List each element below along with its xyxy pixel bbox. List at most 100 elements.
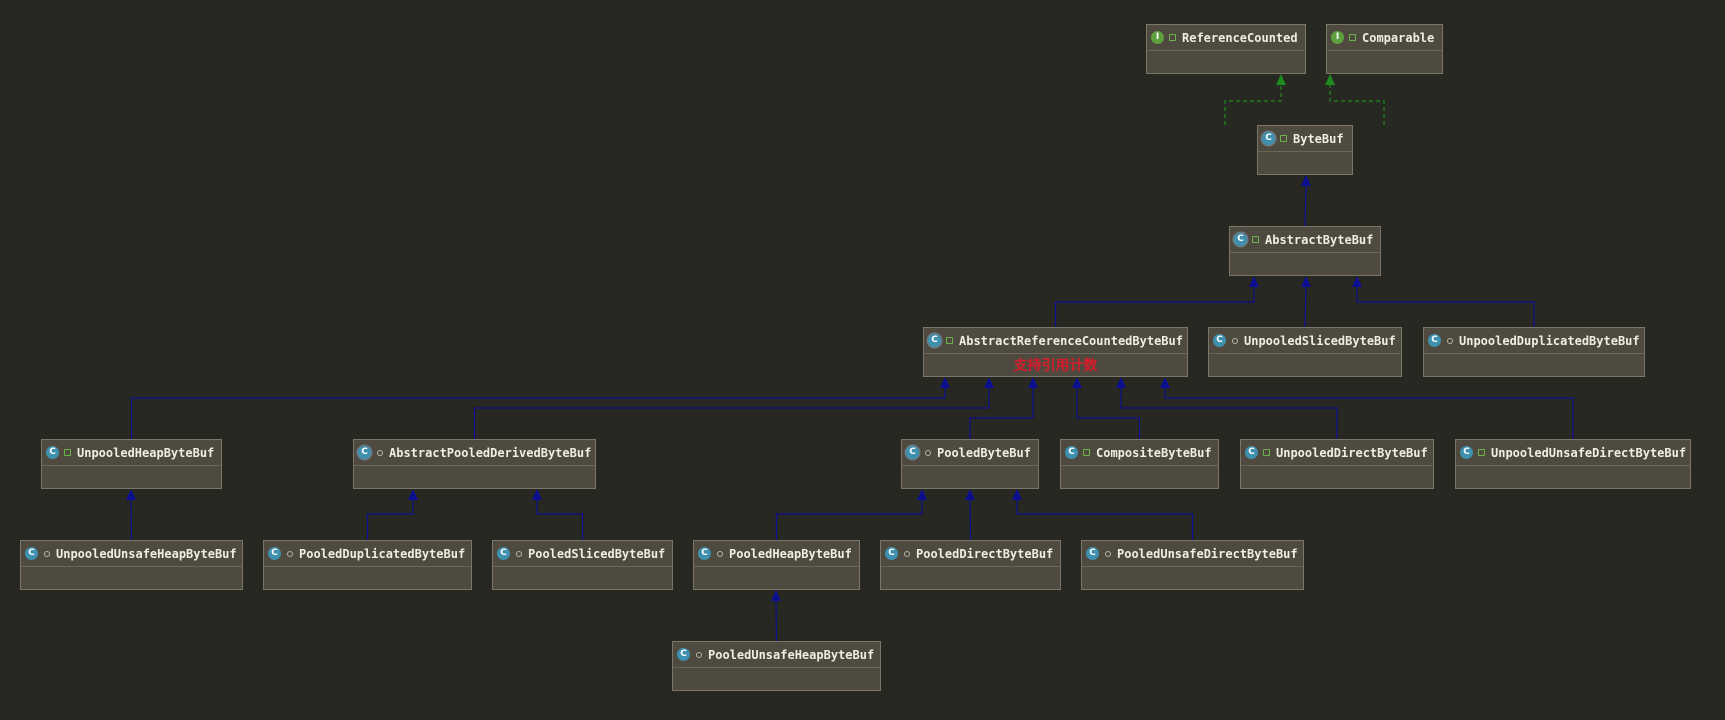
node-byte-buf[interactable]: C ByteBuf xyxy=(1257,125,1353,175)
edge-pooled-unsafe-heap-byte-buf-extends-pooled-heap-byte-buf xyxy=(775,600,778,642)
edge-unpooled-unsafe-direct-byte-buf-extends-abstract-reference-counted-byte-buf xyxy=(1164,388,1574,439)
node-comparable[interactable]: I Comparable xyxy=(1326,24,1443,74)
class-icon: C xyxy=(25,547,38,560)
node-label: AbstractPooledDerivedByteBuf xyxy=(389,445,592,460)
edge-unpooled-sliced-byte-buf-extends-abstract-byte-buf xyxy=(1304,286,1307,328)
edge-pooled-sliced-byte-buf-extends-abstract-pooled-derived-byte-buf xyxy=(536,500,584,540)
package-visibility-icon xyxy=(904,550,910,557)
edge-pooled-duplicated-byte-buf-extends-abstract-pooled-derived-byte-buf xyxy=(366,500,414,540)
realization-arrowhead xyxy=(1325,74,1335,85)
class-icon: C xyxy=(1065,446,1078,459)
node-pooled-byte-buf[interactable]: C PooledByteBuf xyxy=(901,439,1039,489)
edge-byte-buf-implements-reference-counted xyxy=(1224,85,1282,125)
package-visibility-icon xyxy=(717,550,723,557)
node-label: ByteBuf xyxy=(1293,131,1344,146)
node-header: C AbstractPooledDerivedByteBuf xyxy=(354,440,595,466)
public-visibility-icon xyxy=(1280,135,1287,142)
node-header: C PooledByteBuf xyxy=(902,440,1038,466)
edge-abstract-reference-counted-byte-buf-extends-abstract-byte-buf xyxy=(1054,287,1255,327)
node-label: PooledHeapByteBuf xyxy=(729,546,852,561)
public-visibility-icon xyxy=(1478,449,1485,456)
inheritance-arrowhead xyxy=(917,489,927,500)
class-icon: C xyxy=(1428,334,1441,347)
class-icon: C xyxy=(1460,446,1473,459)
final-class-icon: C xyxy=(268,547,281,560)
realization-arrowhead xyxy=(1276,74,1286,85)
edge-pooled-direct-byte-buf-extends-pooled-byte-buf xyxy=(969,499,972,541)
public-visibility-icon xyxy=(1252,236,1259,243)
node-abstract-pooled-derived-byte-buf[interactable]: C AbstractPooledDerivedByteBuf xyxy=(353,439,596,489)
inheritance-arrowhead xyxy=(984,377,994,388)
inheritance-arrowhead xyxy=(1012,489,1022,500)
package-visibility-icon xyxy=(377,449,383,456)
node-annotation: 支持引用计数 xyxy=(1013,358,1098,374)
inheritance-arrowhead xyxy=(1160,377,1170,388)
edge-unpooled-heap-byte-buf-extends-abstract-reference-counted-byte-buf xyxy=(130,388,946,439)
node-pooled-unsafe-direct-byte-buf[interactable]: C PooledUnsafeDirectByteBuf xyxy=(1081,540,1304,590)
node-reference-counted[interactable]: I ReferenceCounted xyxy=(1146,24,1306,74)
node-label: UnpooledSlicedByteBuf xyxy=(1244,333,1396,348)
edge-unpooled-unsafe-heap-byte-buf-extends-unpooled-heap-byte-buf xyxy=(130,499,133,541)
node-header: I ReferenceCounted xyxy=(1147,25,1305,51)
edge-composite-byte-buf-extends-abstract-reference-counted-byte-buf xyxy=(1076,388,1141,439)
node-label: Comparable xyxy=(1362,30,1435,45)
node-label: PooledDirectByteBuf xyxy=(916,546,1054,561)
node-label: UnpooledHeapByteBuf xyxy=(77,445,215,460)
node-composite-byte-buf[interactable]: C CompositeByteBuf xyxy=(1060,439,1219,489)
final-class-icon: C xyxy=(1086,547,1099,560)
node-header: C PooledUnsafeDirectByteBuf xyxy=(1082,541,1303,567)
node-label: PooledUnsafeHeapByteBuf xyxy=(708,647,875,662)
public-visibility-icon xyxy=(1083,449,1090,456)
package-visibility-icon xyxy=(1447,337,1453,344)
interface-icon: I xyxy=(1331,31,1344,44)
edge-pooled-byte-buf-extends-abstract-reference-counted-byte-buf xyxy=(969,388,1034,439)
node-label: CompositeByteBuf xyxy=(1096,445,1212,460)
node-label: ReferenceCounted xyxy=(1182,30,1298,45)
inheritance-arrowhead xyxy=(1028,377,1038,388)
node-pooled-heap-byte-buf[interactable]: C PooledHeapByteBuf xyxy=(693,540,860,590)
abstract-class-icon: C xyxy=(358,446,371,459)
final-class-icon: C xyxy=(497,547,510,560)
inheritance-arrowhead xyxy=(1072,377,1082,388)
class-icon: C xyxy=(698,547,711,560)
abstract-class-icon: C xyxy=(1262,132,1275,145)
inheritance-arrowhead xyxy=(532,489,542,500)
class-icon: C xyxy=(1245,446,1258,459)
node-header: C CompositeByteBuf xyxy=(1061,440,1218,466)
inheritance-arrowhead xyxy=(940,377,950,388)
edge-pooled-unsafe-direct-byte-buf-extends-pooled-byte-buf xyxy=(1016,500,1194,540)
abstract-class-icon: C xyxy=(928,334,941,347)
abstract-class-icon: C xyxy=(906,446,919,459)
package-visibility-icon xyxy=(44,550,50,557)
node-label: PooledByteBuf xyxy=(937,445,1031,460)
inheritance-arrowhead xyxy=(965,489,975,500)
inheritance-arrowhead xyxy=(126,489,136,500)
node-header: I Comparable xyxy=(1327,25,1442,51)
node-label: PooledUnsafeDirectByteBuf xyxy=(1117,546,1298,561)
inheritance-arrowhead xyxy=(771,590,781,601)
interface-icon: I xyxy=(1151,31,1164,44)
public-visibility-icon xyxy=(946,337,953,344)
node-header: C PooledHeapByteBuf xyxy=(694,541,859,567)
package-visibility-icon xyxy=(925,449,931,456)
edge-abstract-byte-buf-extends-byte-buf xyxy=(1304,185,1307,227)
